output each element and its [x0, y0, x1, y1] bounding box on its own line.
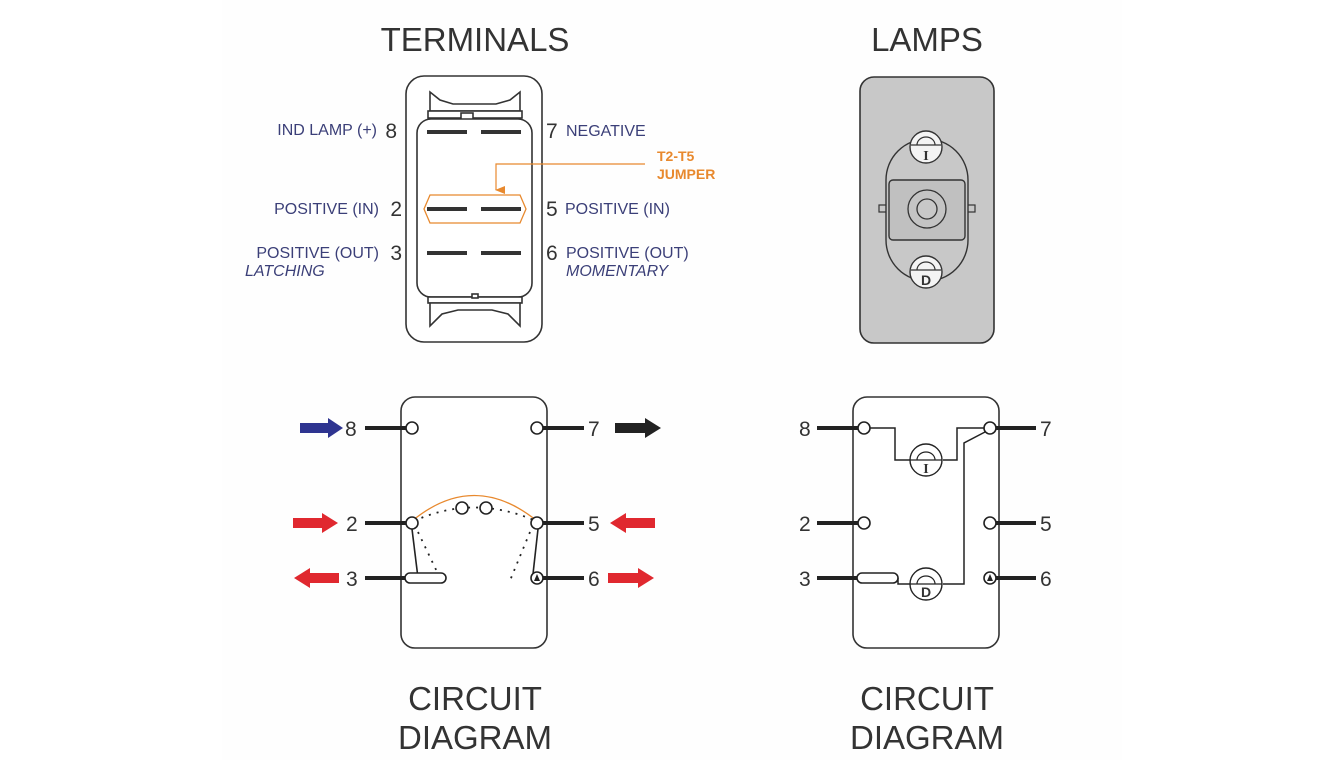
circuit-right-latching-icon [856, 572, 899, 584]
jumper-outline [423, 194, 527, 224]
lamps-title: LAMPS [871, 21, 983, 58]
jumper-label-line1: T2-T5 [657, 148, 695, 164]
terminal-label-8: IND LAMP (+) [277, 122, 377, 139]
latching-contact-icon [404, 572, 447, 584]
lamp-i-label: I [923, 149, 928, 164]
circuit-left-pin-8: 8 [345, 418, 357, 441]
circuit-right-pin-2: 2 [799, 513, 811, 536]
arrow-out-6-icon [608, 568, 654, 588]
arrow-out-3-icon [294, 568, 339, 588]
terminal-sublabel-6: MOMENTARY [566, 263, 670, 280]
arrow-in-8-icon [300, 418, 343, 438]
circuit-left-title-line1: CIRCUIT [408, 680, 542, 717]
lamp-d-icon: D [909, 255, 943, 289]
circuit-right-pin-3: 3 [799, 568, 811, 591]
circuit-left-pin-6: 6 [588, 568, 600, 591]
circuit-right-pin-8: 8 [799, 418, 811, 441]
circuit-left-pin-2: 2 [346, 513, 358, 536]
terminal-number-7: 7 [546, 120, 558, 143]
circuit-left-pin-3: 3 [346, 568, 358, 591]
lamp-d-label: D [921, 272, 931, 288]
pin-2-icon [405, 516, 419, 530]
terminals-switch-body [405, 75, 543, 343]
lamps-switch-body [859, 76, 995, 344]
circuit-right-title-line2: DIAGRAM [850, 719, 1004, 756]
terminal-label-5: POSITIVE (IN) [565, 201, 670, 218]
terminal-label-7: NEGATIVE [566, 123, 646, 140]
lamp-i-icon: I [909, 130, 943, 164]
center-contact-right-icon [479, 501, 493, 515]
terminal-number-6: 6 [546, 242, 558, 265]
circuit-left-body [400, 396, 548, 649]
circuit-right-pin-7: 7 [1040, 418, 1052, 441]
terminal-label-6: POSITIVE (OUT) [566, 245, 689, 262]
center-contact-left-icon [455, 501, 469, 515]
terminal-sublabel-3: LATCHING [245, 263, 325, 280]
terminal-number-8: 8 [385, 120, 397, 143]
arrow-in-5-icon [610, 513, 655, 533]
terminal-label-3: POSITIVE (OUT) [256, 245, 379, 262]
arrow-out-7-icon [615, 418, 661, 438]
circuit-lamp-d-label: D [921, 584, 931, 600]
pin-5-icon [530, 516, 544, 530]
circuit-left-pin-7: 7 [588, 418, 600, 441]
circuit-lamp-d-icon: D [909, 567, 943, 601]
circuit-right-momentary-triangle-icon [987, 574, 993, 581]
circuit-left-title-line2: DIAGRAM [398, 719, 552, 756]
terminal-number-5: 5 [546, 198, 558, 221]
terminal-number-3: 3 [390, 242, 402, 265]
jumper-pointer-line [495, 163, 645, 194]
jumper-label-line2: JUMPER [657, 166, 715, 182]
circuit-right-pin-5: 5 [1040, 513, 1052, 536]
circuit-right: I D 8 7 2 5 3 6 [799, 396, 1052, 649]
terminal-number-2: 2 [390, 198, 402, 221]
circuit-left: 8 7 2 5 3 6 [293, 396, 661, 649]
terminals-title: TERMINALS [381, 21, 570, 58]
momentary-triangle-icon [534, 574, 540, 581]
terminal-blades [427, 130, 521, 255]
pin-8-icon [405, 421, 419, 435]
circuit-jumper-arc [411, 495, 538, 522]
circuit-lamp-i-label: I [923, 462, 928, 477]
terminal-label-2: POSITIVE (IN) [274, 201, 379, 218]
arrow-in-2-icon [293, 513, 338, 533]
pin-7-icon [530, 421, 544, 435]
circuit-lamp-i-icon: I [909, 443, 943, 477]
circuit-right-pin-6: 6 [1040, 568, 1052, 591]
circuit-right-body [852, 396, 1000, 649]
circuit-left-pin-5: 5 [588, 513, 600, 536]
circuit-right-title-line1: CIRCUIT [860, 680, 994, 717]
